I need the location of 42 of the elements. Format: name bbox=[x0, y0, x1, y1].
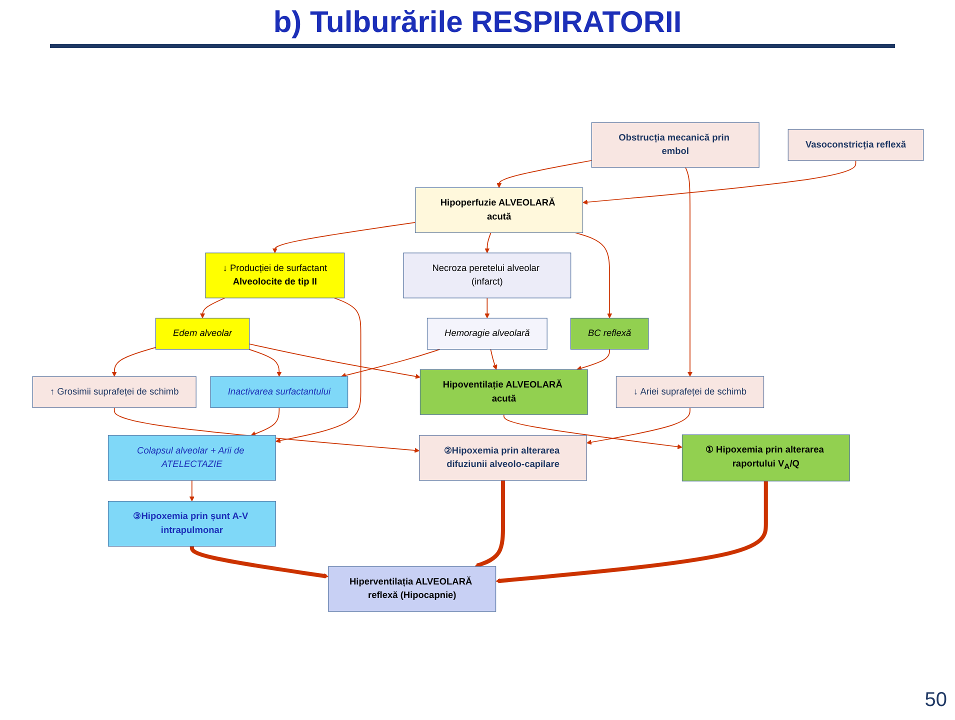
node-box: Hiperventilația ALVEOLARĂ reflexă (Hipocapnie) bbox=[328, 566, 496, 612]
arrow bbox=[495, 480, 768, 584]
node-box: Vasoconstricția reflexă bbox=[787, 129, 924, 161]
arrow bbox=[340, 348, 440, 378]
arrow bbox=[484, 298, 490, 318]
arrow bbox=[484, 232, 491, 254]
node-box: Hemoragie alveolară bbox=[426, 318, 547, 350]
arrow bbox=[684, 167, 692, 377]
arrow bbox=[474, 480, 505, 568]
arrow bbox=[582, 160, 856, 205]
arrow bbox=[496, 160, 592, 188]
node-box: Necroza peretelui alveolar (infarct) bbox=[402, 252, 571, 298]
node-box: ③Hipoxemia prin șunt A-V intrapulmonar bbox=[107, 500, 276, 547]
node-box: Edem alveolar bbox=[154, 318, 250, 350]
node-box: ↑ Grosimii suprafeței de schimb bbox=[32, 376, 196, 408]
node-box: ↓ Producției de surfactant Alveolocite de tip II bbox=[204, 252, 344, 298]
arrow bbox=[111, 346, 156, 377]
arrow bbox=[576, 348, 610, 371]
arrow bbox=[200, 298, 225, 318]
page-number: 50 bbox=[924, 689, 947, 712]
arrow bbox=[574, 232, 612, 318]
arrow bbox=[502, 414, 682, 450]
arrow bbox=[250, 407, 280, 436]
node-box: Hipoperfuzie ALVEOLARĂ acută bbox=[414, 187, 583, 234]
arrow bbox=[274, 298, 361, 444]
node-box: ↓ Ariei suprafeței de schimb bbox=[615, 376, 764, 408]
arrow bbox=[248, 348, 282, 377]
node-box: Colapsul alveolar + Arii de ATELECTAZIE bbox=[107, 435, 276, 481]
arrow bbox=[586, 407, 690, 445]
node-box: ① Hipoxemia prin alterarea raportului V$_{A}$/Q bbox=[681, 434, 850, 482]
slide-title: b) Tulburările RESPIRATORII bbox=[272, 6, 683, 40]
arrow bbox=[248, 344, 420, 379]
arrow bbox=[113, 407, 420, 453]
node-box: BC reflexă bbox=[570, 318, 648, 350]
node-box: Obstrucția mecanică prin embol bbox=[590, 122, 759, 168]
node-box: Hipoventilație ALVEOLARĂ acută bbox=[419, 369, 588, 415]
arrow bbox=[188, 480, 194, 502]
node-box: ②Hipoxemia prin alterarea difuziunii alveolo-capilare bbox=[418, 435, 587, 481]
arrow bbox=[490, 348, 497, 370]
arrow bbox=[272, 222, 416, 254]
node-box: Inactivarea surfactantului bbox=[210, 376, 348, 408]
arrow bbox=[189, 546, 328, 578]
